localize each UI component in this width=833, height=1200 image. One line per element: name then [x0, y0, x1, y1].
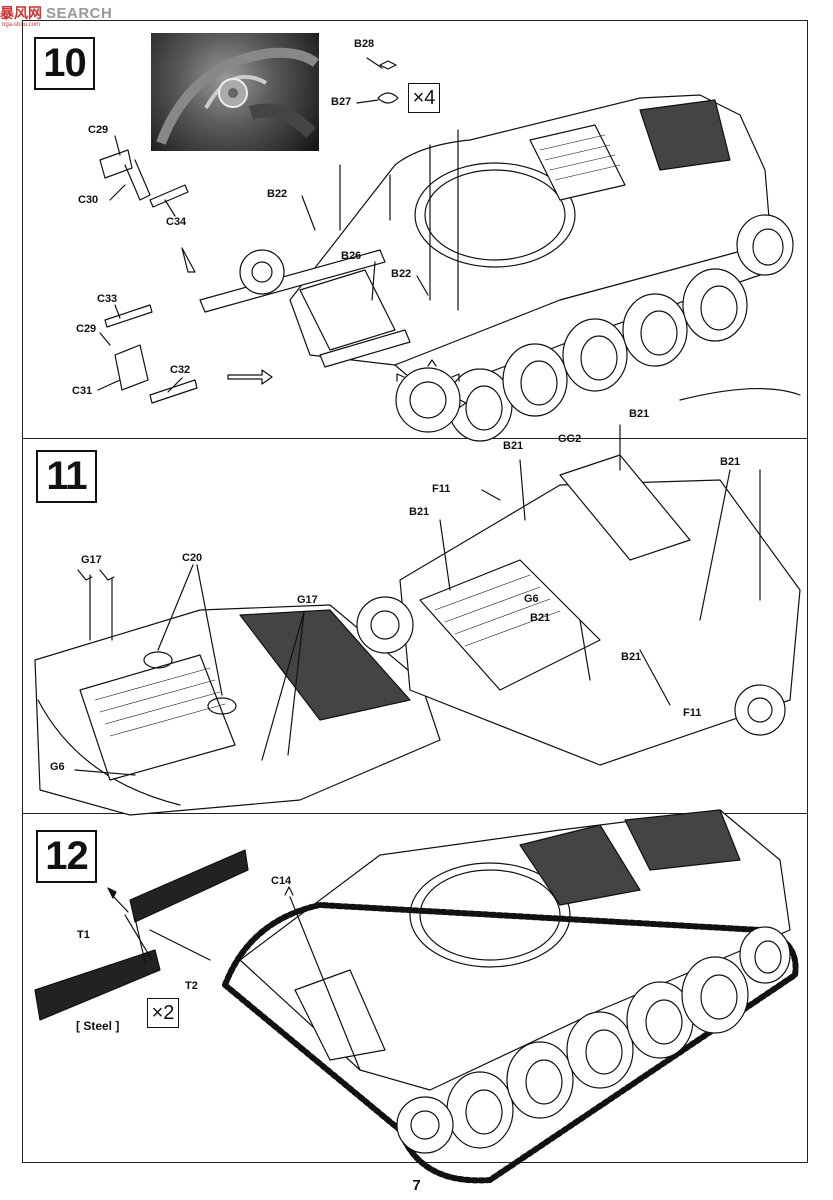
watermark-logo: 暴风网: [0, 6, 42, 22]
label-c33: C33: [97, 293, 118, 305]
step-number-12: 12: [36, 830, 97, 883]
watermark: 暴风网 SEARCH: [0, 4, 113, 23]
label-b21-top: B21: [629, 408, 650, 420]
label-b27: B27: [331, 96, 352, 108]
divider-step-10-11: [22, 438, 808, 439]
label-b21-center: B21: [503, 440, 524, 452]
step12-tank-drawing: [222, 809, 799, 1184]
label-c14: C14: [271, 875, 292, 887]
label-gg2: GG2: [558, 433, 582, 445]
step-number-11: 11: [36, 450, 97, 503]
label-g6-right: G6: [524, 593, 539, 605]
page-number: 7: [412, 1177, 421, 1194]
reference-photo: [151, 33, 319, 151]
quantity-x2-badge: ×2: [147, 998, 179, 1028]
label-b21-bottom: B21: [621, 651, 642, 663]
watermark-subtext: nga-shou.com: [2, 22, 41, 28]
step10-hull-drawing: [97, 57, 794, 442]
label-b21-left: B21: [409, 506, 430, 518]
step11-left-deck-drawing: [34, 564, 441, 816]
step12-track-links-drawing: [34, 849, 249, 1021]
step-number-10: 10: [34, 37, 95, 90]
label-g17-left: G17: [81, 554, 102, 566]
divider-step-11-12: [22, 813, 808, 814]
label-c31: C31: [72, 385, 93, 397]
label-f11-top: F11: [432, 483, 451, 495]
label-steel-material: [ Steel ]: [76, 1019, 120, 1033]
step11-right-deck-drawing: [356, 387, 801, 766]
label-c30: C30: [78, 194, 99, 206]
label-f11-bottom: F11: [683, 707, 702, 719]
quantity-x4-badge: ×4: [408, 83, 440, 113]
label-c32: C32: [170, 364, 191, 376]
label-t1: T1: [77, 929, 90, 941]
label-t2: T2: [185, 980, 198, 992]
label-b26: B26: [341, 250, 362, 262]
instruction-sheet-frame: [22, 20, 808, 1163]
reference-photo-detail: [156, 47, 319, 145]
label-b21-right: B21: [720, 456, 741, 468]
label-g17-right: G17: [297, 594, 318, 606]
label-c29-top: C29: [88, 124, 109, 136]
label-b21-lower: B21: [530, 612, 551, 624]
label-g6-left: G6: [50, 761, 65, 773]
label-c34: C34: [166, 216, 187, 228]
label-c20: C20: [182, 552, 203, 564]
watermark-text: SEARCH: [46, 4, 113, 22]
label-c29-bottom: C29: [76, 323, 97, 335]
label-b22-left: B22: [267, 188, 288, 200]
label-b28: B28: [354, 38, 375, 50]
label-b22-right: B22: [391, 268, 412, 280]
